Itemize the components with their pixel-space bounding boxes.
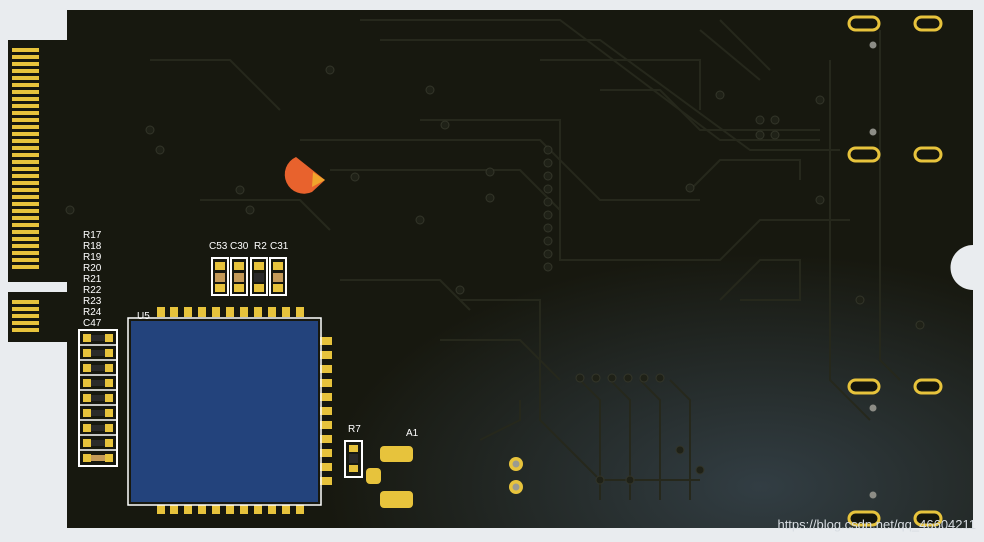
a1-label: A1 (406, 428, 419, 439)
cap-row (211, 257, 287, 296)
test-points (509, 457, 523, 494)
u5-outline (127, 317, 322, 506)
mounting-holes (869, 41, 877, 499)
r7-component (344, 440, 363, 478)
svg-text:C53: C53 (209, 241, 228, 252)
copper-traces (150, 19, 901, 500)
svg-text:R19: R19 (83, 252, 102, 263)
svg-text:C47: C47 (83, 318, 102, 329)
svg-text:R21: R21 (83, 274, 102, 285)
u5-chip-body (131, 321, 318, 502)
resistor-column-labels: R17 R18 R19 R20 R21 R22 R23 R24 C47 (83, 230, 102, 329)
u5-label: U5 (137, 311, 150, 322)
svg-text:R24: R24 (83, 307, 102, 318)
svg-text:R2: R2 (254, 241, 267, 252)
edge-connector-fingers (12, 48, 39, 332)
a1-antenna-pads (366, 446, 413, 508)
svg-text:R23: R23 (83, 296, 102, 307)
resistor-column (78, 329, 118, 467)
svg-text:R17: R17 (83, 230, 102, 241)
u5-pads (157, 307, 332, 514)
svg-text:R22: R22 (83, 285, 102, 296)
mounting-slot-pads (847, 15, 943, 527)
svg-text:C31: C31 (270, 241, 289, 252)
svg-text:C30: C30 (230, 241, 249, 252)
cap-row-labels: C53 C30 R2 C31 (209, 241, 289, 252)
svg-text:R18: R18 (83, 241, 102, 252)
watermark-url: https://blog.csdn.net/qq_46604211 (777, 517, 976, 532)
svg-text:R20: R20 (83, 263, 102, 274)
vias (65, 65, 925, 485)
r7-label: R7 (348, 424, 361, 435)
